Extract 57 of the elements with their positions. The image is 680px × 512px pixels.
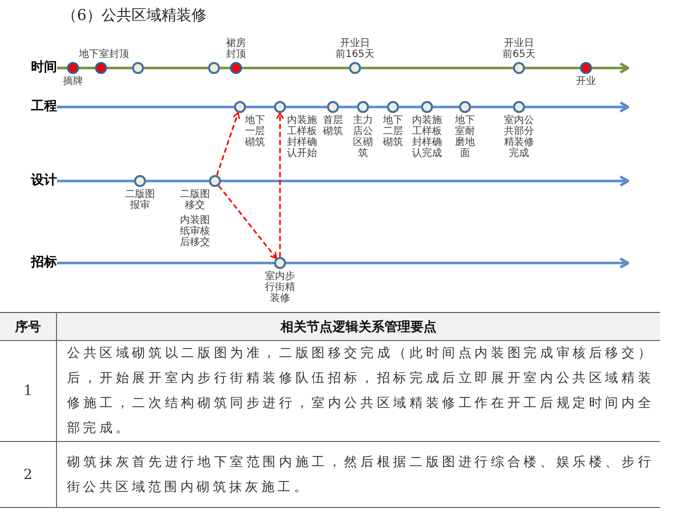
milestone-label: 开业日前165天 (335, 38, 375, 60)
dependency-arrow (216, 112, 240, 176)
timeline-line (57, 262, 274, 264)
milestone-label: 二版图报审 (124, 189, 156, 211)
timeline-arrow (592, 62, 630, 74)
timeline-line (144, 66, 208, 70)
timeline-line (57, 66, 67, 70)
milestone-label: 开业日前65天 (502, 38, 536, 60)
milestone-circle (208, 62, 220, 74)
timeline-line (399, 106, 421, 108)
timeline-arrow (525, 101, 630, 113)
timeline-arrow (221, 175, 630, 187)
timeline-line (339, 106, 357, 108)
timeline-line (146, 180, 209, 182)
milestone-label: 摘牌 (62, 76, 84, 87)
timeline-line (369, 106, 387, 108)
milestone-label: 开业 (575, 76, 597, 87)
column-header: 相关节点逻辑关系管理要点 (56, 312, 660, 340)
milestone-label: 室内步行街精装修 (264, 271, 296, 304)
milestone-label: 地下室耐磨地面 (454, 115, 476, 159)
timeline-line (286, 106, 327, 108)
dependency-arrow (218, 185, 278, 260)
column-header: 序号 (0, 312, 56, 340)
milestone-label: 内装施工样板封样确认开始 (286, 115, 318, 159)
lane-label: 设计 (31, 173, 57, 189)
milestone-label: 内装施工样板封样确认完成 (411, 115, 443, 159)
milestone-label: 室内公共部分精装修完成 (503, 115, 535, 159)
milestone-label: 地下一层砌筑 (244, 115, 266, 148)
milestone-label: 地下二层砌筑 (382, 115, 404, 148)
timeline-line (57, 106, 234, 108)
timeline-line (433, 106, 459, 108)
milestone-label: 二版图移交 (179, 189, 211, 211)
milestone-label: 裙房封顶 (225, 38, 247, 60)
milestone-label: 地下室封顶 (78, 49, 130, 60)
row-number: 2 (0, 442, 56, 508)
guideline-text: 公共区域砌筑以二版图为准，二版图移交完成（此时间点内装图完成审核后移交）后，开始展开室内步行街精装修队伍招标，招标完成后立即展开室内公共区域精装修施工，二次结构砌筑同步进行，室内公共区域精装修工作在开工后规定时间内全部完成。 (56, 340, 660, 442)
lane-label: 时间 (31, 60, 57, 76)
timeline-line (220, 66, 230, 70)
timeline-line (242, 66, 349, 70)
diagram-title: （6）公共区域精装修 (62, 5, 207, 25)
timeline-line (361, 66, 513, 70)
timeline-arrow (286, 257, 630, 269)
guideline-text: 砌筑抹灰首先进行地下室范围内施工，然后根据二版图进行综合楼、娱乐楼、步行街公共区域范围内砌筑抹灰施工。 (56, 442, 660, 508)
timeline-line (57, 180, 134, 182)
lane-label: 工程 (31, 99, 57, 115)
milestone-note: 内装图纸审核后移交 (179, 215, 211, 248)
milestone-label: 首层砌筑 (322, 115, 344, 137)
milestone-circle (132, 62, 144, 74)
timeline-line (471, 106, 513, 108)
timeline-line (107, 66, 132, 70)
timeline-line (525, 66, 580, 70)
lane-label: 招标 (31, 255, 57, 271)
timeline-line (246, 106, 274, 108)
dependency-arrow (276, 112, 284, 257)
row-number: 1 (0, 340, 56, 442)
milestone-label: 主力店公区砌筑 (352, 115, 374, 159)
timeline-line (79, 66, 95, 70)
